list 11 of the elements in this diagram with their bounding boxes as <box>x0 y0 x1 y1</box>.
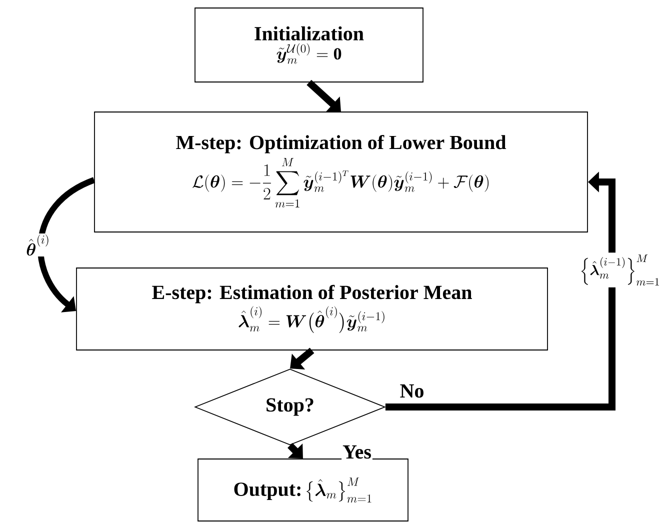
process-box: M-step: Optimization of Lower Bound $\mathcal{L}(\boldsymbol{\theta}) = -\frac{1}{2}\sum_{m=1}^{M} \tilde{\boldsymbol{y}}_m^{(i-1)^{T}} \boldsymbol{W}(\boldsymbol{\theta}) \tilde{\boldsymbol{y}}_m^{(i-1)} + \mathcal{F}(\boldsymbol{\theta})$ <box>94 112 588 232</box>
process-box: Initialization $\tilde{\boldsymbol{y}}_m^{\mathcal{U}(0)} = \mathbf{0}$ <box>194 8 424 82</box>
formula-label: $\Big\{\hat{\boldsymbol{\lambda}}_m^{(i-1)}\Big\}_{m=1}^{M}$ <box>578 252 662 288</box>
arrow <box>38 177 96 312</box>
arrow <box>290 348 314 370</box>
edge-label: $\hat{\boldsymbol{\theta}}^{(i)}$ <box>25 234 51 256</box>
arrow <box>306 80 341 112</box>
process-box: Output: $\big\{\hat{\boldsymbol{\lambda}}_m\big\}_{m=1}^{M}$ <box>198 458 408 522</box>
edge-label: No <box>398 383 426 399</box>
edge-label: Yes <box>342 444 372 460</box>
process-box: E-step: Estimation of Posterior Mean $\hat{\boldsymbol{\lambda}}_m^{(i)} = \boldsymbol{W}\big(\hat{\boldsymbol{\theta}}^{(i)}\big)\tilde{\boldsymbol{y}}_m^{(i-1)}$ <box>76 268 548 350</box>
